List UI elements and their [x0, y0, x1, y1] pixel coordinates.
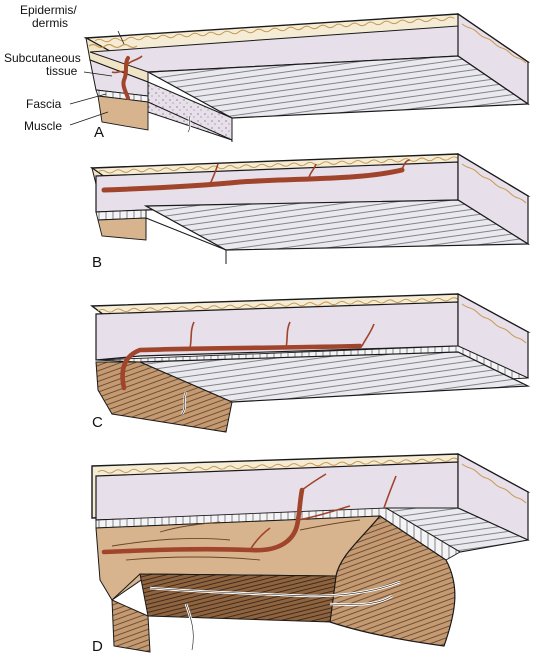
panel-d [91, 452, 531, 653]
label-subcutaneous-line1: Subcutaneous [4, 51, 81, 65]
panel-c-muscle [95, 361, 233, 433]
panel-b-vessel [101, 167, 405, 193]
panel-c [89, 292, 531, 433]
panel-b [89, 152, 531, 264]
panel-b-flap-underside [143, 199, 531, 251]
label-fascia: Fascia [26, 97, 62, 111]
panel-letter-c: C [92, 414, 103, 431]
panel-letter-a: A [94, 124, 105, 141]
label-subcutaneous-line2: tissue [46, 64, 78, 78]
label-muscle: Muscle [24, 119, 63, 133]
panel-c-vessel [120, 343, 363, 391]
panel-letter-d: D [92, 638, 103, 655]
label-subcutaneous-tissue: Subcutaneous tissue [4, 52, 81, 78]
panel-letter-b: B [92, 254, 103, 271]
label-epidermis-dermis: Epidermis/ dermis [20, 4, 77, 30]
panel-a-flap-underside [145, 55, 530, 119]
label-epidermis-line2: dermis [32, 16, 69, 30]
panel-a-vessel [121, 56, 130, 100]
panel-d-muscle-flap [329, 515, 456, 647]
panel-d-vessel [101, 487, 305, 555]
label-epidermis-line1: Epidermis/ [20, 3, 77, 17]
panel-a-muscle [97, 95, 149, 131]
panel-a [69, 12, 531, 142]
